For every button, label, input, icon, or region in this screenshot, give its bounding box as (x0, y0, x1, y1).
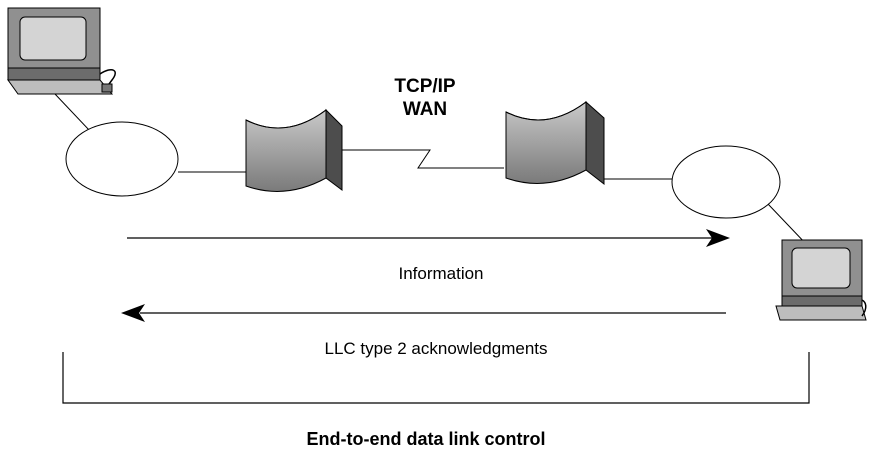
information-label: Information (398, 264, 483, 283)
acknowledgments-label: LLC type 2 acknowledgments (324, 339, 547, 358)
lan-ellipse-right (671, 145, 781, 219)
router-icon-right (505, 100, 605, 186)
wan-label-line1: TCP/IP (394, 76, 456, 97)
end-to-end-bracket (62, 352, 810, 404)
router-icon-left (245, 108, 343, 192)
link-right-computer (767, 203, 809, 247)
link-left-computer (54, 93, 91, 132)
bracket-caption: End-to-end data link control (307, 429, 546, 449)
information-arrow (127, 229, 730, 247)
wan-label-line2: WAN (403, 99, 447, 120)
computer-icon-right (775, 239, 867, 321)
wan-link (342, 149, 504, 169)
lan-ellipse-left (65, 121, 179, 197)
acknowledgments-arrow (121, 304, 726, 322)
computer-icon-left (7, 7, 116, 95)
